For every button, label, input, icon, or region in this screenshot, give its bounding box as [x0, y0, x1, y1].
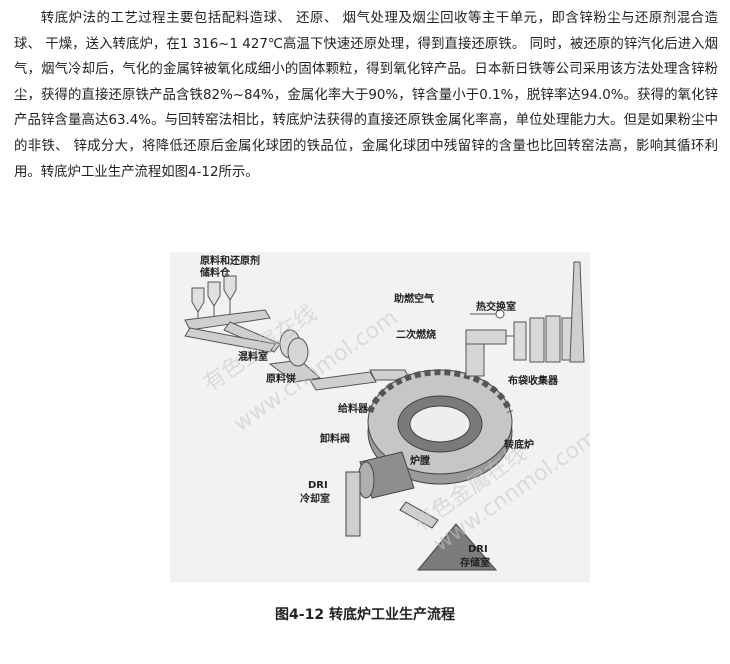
label-mixing: 混料室: [238, 350, 268, 363]
body-paragraph: 转底炉法的工艺过程主要包括配料造球、 还原、 烟气处理及烟尘回收等主干单元，即含…: [14, 11, 718, 180]
heat-exchanger-drawing: [506, 321, 527, 361]
dri-storage-drawing: [416, 523, 498, 571]
label-hearth: 炉膛: [410, 454, 430, 467]
label-combustion-air: 助燃空气: [394, 292, 434, 305]
secondary-combustion-drawing: [465, 309, 507, 377]
label-rotary-hearth-furnace: 转底炉: [504, 438, 534, 451]
process-flow-figure: 有色金属在线 www.cnnmol.com 有色金属在线 www.cnnmol.…: [170, 252, 602, 582]
label-heat-exchange: 热交换室: [476, 300, 516, 313]
mixing-drum-drawing: [279, 329, 309, 367]
label-secondary-burn: 二次燃烧: [396, 328, 436, 341]
label-storage-line2: 储料仓: [199, 266, 231, 279]
label-bag-filter: 布袋收集器: [508, 374, 559, 387]
process-flow-diagram: 有色金属在线 www.cnnmol.com 有色金属在线 www.cnnmol.…: [170, 252, 602, 582]
label-feeder: 给料器: [338, 402, 369, 415]
label-dri-storage-line2: 存储室: [460, 556, 490, 569]
label-storage-line1: 原料和还原剂: [200, 254, 260, 267]
conveyor-drawing: [184, 309, 411, 391]
bag-filter-drawing: [529, 315, 575, 363]
label-dri-storage-line1: DRI: [468, 544, 488, 555]
chimney-drawing: [569, 261, 585, 363]
dri-cooler-drawing: [345, 451, 439, 537]
rotary-hearth-furnace-drawing: [367, 369, 513, 485]
label-dri-cooler-line1: DRI: [308, 480, 328, 491]
label-pellet: 原料饼: [266, 372, 296, 385]
label-dri-cooler-line2: 冷却室: [300, 492, 330, 505]
figure-caption: 图4-12 转底炉工业生产流程: [275, 607, 455, 623]
label-discharge-valve: 卸料阀: [320, 432, 350, 445]
